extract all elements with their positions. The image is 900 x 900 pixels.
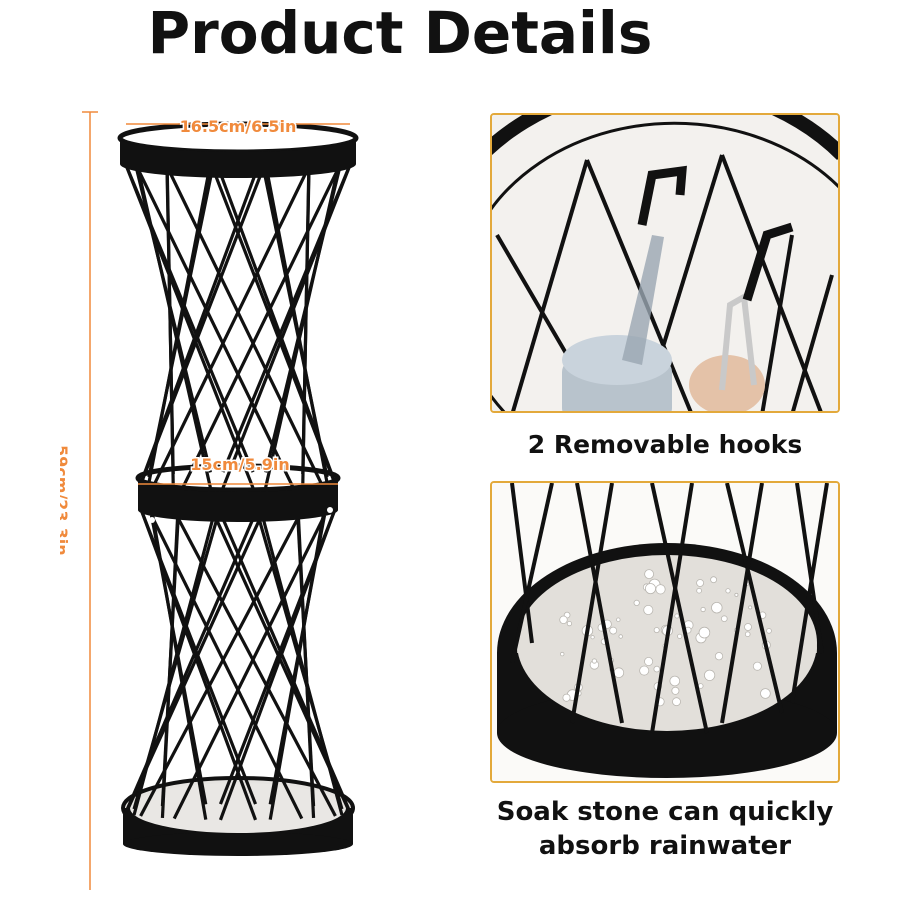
water-droplet: [704, 669, 716, 681]
wire: [301, 153, 311, 486]
hooks-caption: 2 Removable hooks: [527, 430, 803, 459]
hooks-detail-panel: [490, 113, 840, 413]
water-droplet: [696, 579, 705, 587]
water-droplet: [714, 652, 724, 661]
water-droplet: [653, 665, 661, 673]
water-droplet: [618, 634, 623, 639]
wire: [165, 165, 323, 485]
soak-stone-caption-line-1: Soak stone can quickly: [496, 797, 834, 827]
wire: [133, 156, 212, 489]
water-droplet: [710, 576, 718, 584]
wire: [165, 153, 175, 486]
wire: [124, 503, 261, 813]
middle-diameter-dimension: 15cm/5.9in: [138, 454, 338, 485]
wire: [140, 151, 265, 481]
water-droplet: [744, 631, 751, 638]
water-droplet: [734, 592, 739, 597]
water-droplet: [711, 601, 723, 614]
water-droplet: [644, 656, 654, 666]
soak-stone-caption-line-2: absorb rainwater: [538, 831, 792, 861]
water-droplet: [639, 665, 650, 676]
wire: [181, 162, 343, 488]
water-droplet: [669, 675, 681, 687]
umbrella-stand-image: 59cm/23.3in 16.5cm/6.5in 15cm/5.9in: [60, 111, 359, 890]
wire: [268, 508, 327, 820]
page-title: Product Details: [147, 0, 653, 67]
water-droplet: [566, 621, 573, 627]
wire: [122, 159, 255, 489]
water-droplet: [748, 605, 753, 610]
height-label: 59cm/23.3in: [60, 445, 71, 556]
soak-stone-detail-panel: [490, 481, 840, 783]
wire: [211, 151, 336, 481]
water-droplet: [696, 587, 702, 594]
water-droplet: [559, 651, 565, 657]
water-droplet: [644, 569, 655, 579]
soak-stone-caption: Soak stone can quickly absorb rainwater: [480, 795, 850, 865]
water-droplet: [698, 626, 711, 639]
water-droplet: [744, 623, 752, 631]
water-droplet: [760, 688, 771, 699]
wire: [176, 517, 337, 817]
water-droplet: [752, 661, 762, 671]
water-droplet: [559, 615, 568, 624]
height-dimension: 59cm/23.3in: [60, 111, 98, 890]
wire: [264, 156, 343, 489]
water-droplet: [590, 635, 595, 640]
soak-stone-detail-image: [492, 483, 838, 781]
wire: [160, 505, 180, 818]
wire: [261, 151, 329, 484]
water-droplet: [643, 605, 654, 616]
upper-wires: [122, 151, 354, 489]
wire: [133, 162, 295, 488]
water-droplet: [766, 628, 772, 634]
water-droplet: [677, 633, 683, 639]
top-diameter-label: 16.5cm/6.5in: [180, 117, 297, 136]
water-droplet: [674, 613, 680, 619]
lower-wires: [124, 503, 352, 821]
water-droplet: [655, 584, 666, 595]
middle-diameter-label: 15cm/5.9in: [190, 455, 289, 474]
water-droplet: [725, 588, 731, 594]
water-droplet: [721, 615, 728, 623]
water-droplet: [653, 627, 660, 634]
water-droplet: [616, 617, 621, 622]
wire: [153, 165, 311, 485]
water-droplet: [700, 606, 706, 613]
wire: [149, 508, 208, 820]
hooks-detail-image: [492, 115, 838, 411]
wire: [147, 151, 215, 484]
wire: [257, 503, 344, 816]
top-diameter-dimension: 16.5cm/6.5in: [126, 116, 350, 138]
water-droplet: [633, 599, 640, 607]
water-droplet: [591, 658, 598, 664]
water-droplet: [562, 693, 571, 702]
water-droplet: [672, 697, 681, 707]
water-droplet: [609, 626, 618, 635]
wire: [296, 505, 316, 818]
water-droplet: [671, 686, 680, 695]
water-droplet: [644, 583, 656, 595]
water-droplet: [613, 667, 625, 679]
